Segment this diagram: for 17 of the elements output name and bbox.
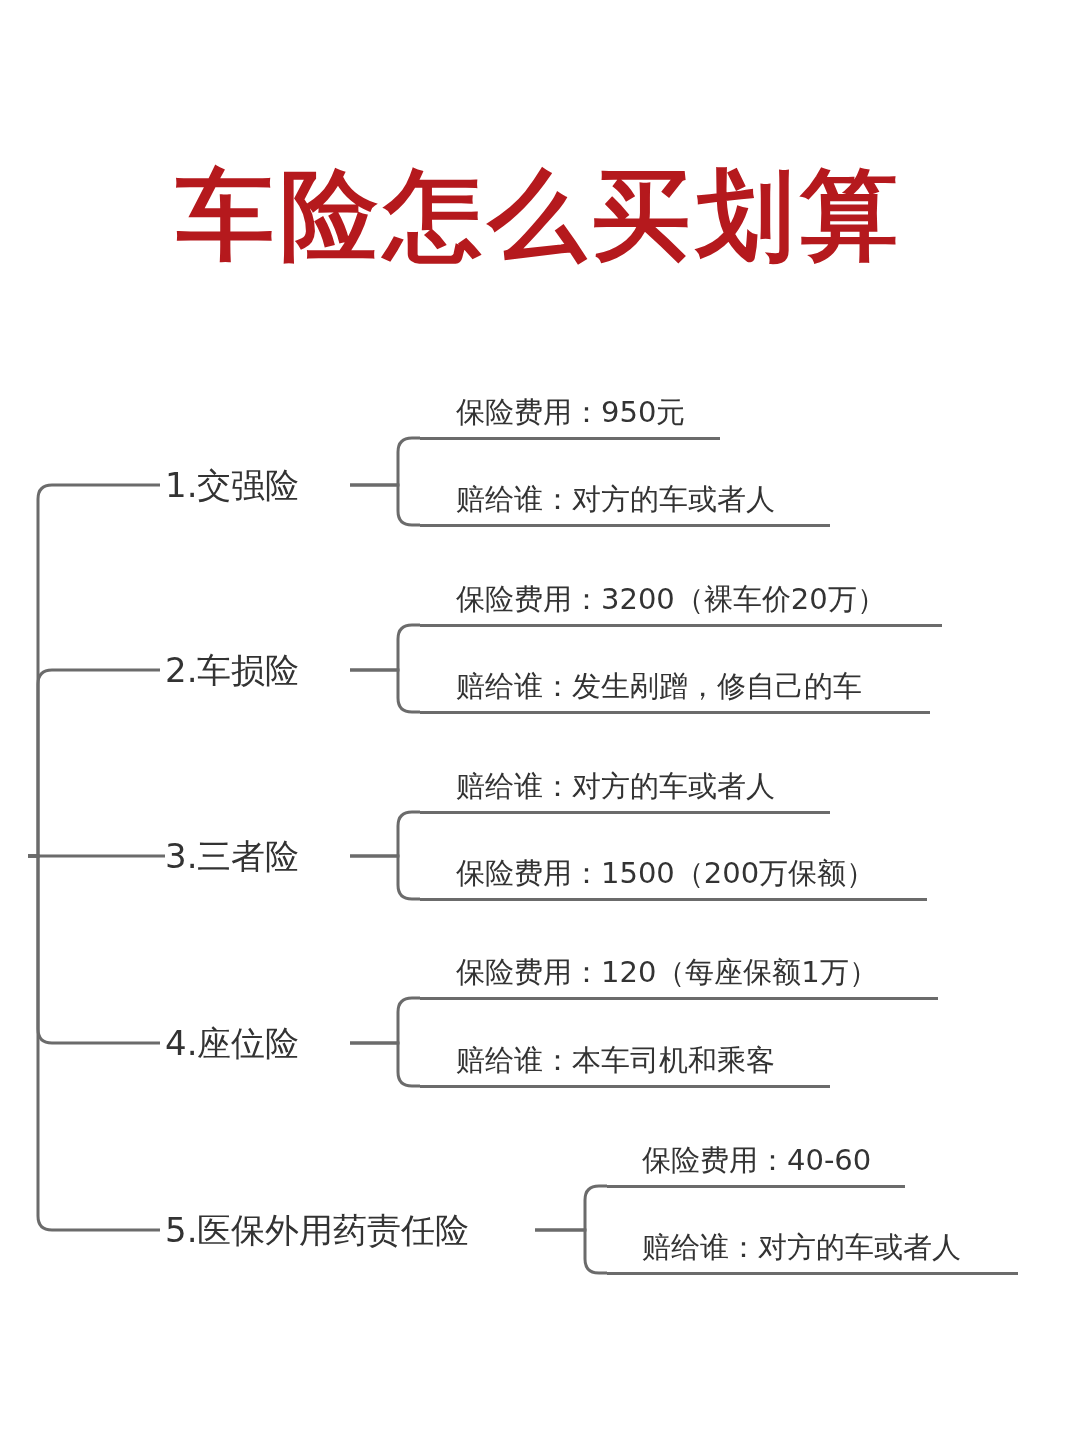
topic-text: 1.交强险 [165, 463, 345, 507]
topic-text: 4.座位险 [165, 1021, 345, 1065]
branch-text: 保险费用：40-60 [607, 1137, 905, 1188]
branch-text: 保险费用：1500（200万保额） [420, 850, 927, 901]
branch-text: 保险费用：950元 [420, 389, 720, 440]
branch-text: 保险费用：120（每座保额1万） [420, 949, 938, 1000]
branch-text: 赔给谁：本车司机和乘客 [420, 1037, 830, 1088]
topic-text: 3.三者险 [165, 834, 345, 878]
branch-text: 赔给谁：对方的车或者人 [420, 763, 830, 814]
branch-text: 赔给谁：发生剐蹭，修自己的车 [420, 663, 930, 714]
branch-text: 赔给谁：对方的车或者人 [607, 1224, 1018, 1275]
branch-text: 赔给谁：对方的车或者人 [420, 476, 830, 527]
topic-text: 2.车损险 [165, 648, 345, 692]
connector-line [28, 854, 160, 1232]
branch-text: 保险费用：3200（裸车价20万） [420, 576, 942, 627]
topic-text: 5.医保外用药责任险 [165, 1208, 530, 1252]
title: 车险怎么买划算 [176, 157, 904, 274]
